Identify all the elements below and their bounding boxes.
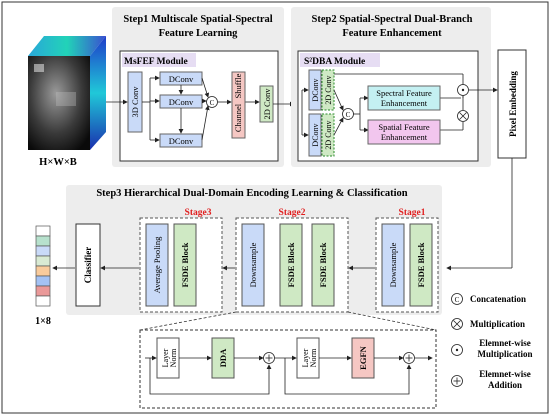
layer-norm-2-label-a: Layer	[301, 348, 310, 367]
legend: C Concatenation Multiplication Elemnet-w…	[451, 293, 533, 390]
dconv-bottom	[159, 133, 203, 148]
spectral-label-1: Spectral Feature	[376, 88, 432, 98]
legend-add-label-1: Elemnet-wise	[479, 369, 531, 379]
avg-pooling-label: Average Pooling	[152, 236, 162, 293]
classifier-label: Classifier	[83, 247, 93, 284]
dconv-lower-step2-label: DConv	[311, 123, 320, 146]
dconv-top-label: DConv	[169, 74, 194, 84]
fsde-stage3-label: FSDE Block	[180, 242, 190, 287]
spectral-label-2: Enhancement	[381, 98, 428, 108]
output-vector	[35, 225, 51, 307]
output-vector-cell	[35, 255, 51, 267]
concat-node-step2-symbol: C	[346, 111, 351, 119]
output-vector-label: 1×8	[35, 316, 51, 327]
legend-add-label-2: Addition	[488, 380, 522, 390]
stage1-label: Stage1	[399, 208, 426, 218]
fsde-stage1	[409, 223, 433, 307]
s2dba-module-title: S²DBA Module	[304, 57, 365, 67]
channel-shuffle-block	[231, 71, 246, 139]
avg-pooling-block	[145, 223, 169, 307]
step1-title-line1: Step1 Multiscale Spatial-Spectral	[123, 14, 272, 25]
step2-title-line1: Step2 Spatial-Spectral Dual-Branch	[311, 14, 472, 25]
spectral-enhancement-block	[367, 85, 441, 111]
conv2d-lower-step2-label: 2D Conv	[324, 120, 333, 149]
downsample-stage1-label: Downsample	[388, 242, 398, 287]
downsample-stage1	[381, 223, 405, 307]
concat-node-step1-symbol: C	[210, 99, 215, 107]
msfef-module-header	[122, 53, 196, 67]
output-vector-cell	[35, 265, 51, 277]
concat-node-step2	[342, 108, 354, 120]
output-vector-cell	[35, 295, 51, 307]
legend-concat-icon	[451, 293, 463, 305]
fsde-stage3	[173, 223, 197, 307]
fsde-stage2-a-label: FSDE Block	[286, 242, 296, 287]
dconv-lower-step2	[308, 113, 322, 157]
cube-dimension-label: H×W×B	[39, 157, 77, 168]
dconv-middle-label: DConv	[169, 97, 194, 107]
conv2d-label-step1: 2D Conv	[262, 88, 272, 120]
output-vector-cell	[35, 235, 51, 247]
layer-norm-1-label-b: Norm	[169, 348, 178, 367]
fsde-zoom-lines	[139, 311, 437, 331]
dconv-upper-step2	[308, 69, 322, 111]
spatial-label-1: Spatial Feature	[378, 122, 429, 132]
stage3-label: Stage3	[185, 208, 212, 218]
layer-norm-1-label-a: Layer	[161, 348, 170, 367]
step1-title-line2: Feature Learning	[159, 28, 239, 39]
legend-elem-mult-label-1: Elemnet-wise	[479, 338, 531, 348]
fsde-stage1-label: FSDE Block	[416, 242, 426, 287]
downsample-stage2-label: Downsample	[248, 242, 258, 287]
hsi-cube	[28, 36, 106, 150]
stage2-label: Stage2	[279, 208, 306, 218]
fsde-stage2-a	[279, 223, 303, 307]
dconv-upper-step2-label: DConv	[311, 78, 320, 101]
layer-norm-2-label-b: Norm	[309, 348, 318, 367]
step3-title: Step3 Hierarchical Dual-Domain Encoding …	[96, 188, 407, 199]
pixel-embedding-block	[497, 49, 527, 159]
step2-title-line2: Feature Enhancement	[342, 28, 442, 39]
output-vector-cell	[35, 275, 51, 287]
dda-label: DDA	[218, 348, 228, 367]
downsample-stage2	[241, 223, 265, 307]
output-vector-cell	[35, 225, 51, 237]
conv2d-upper-step2-label: 2D Conv	[324, 75, 333, 104]
egfn-label: EGFN	[358, 345, 368, 369]
fsde-stage2-b-label: FSDE Block	[318, 242, 328, 287]
concat-node-step1	[206, 96, 218, 108]
pixel-embedding-label: Pixel Embedding	[508, 71, 518, 137]
dconv-bottom-label: DConv	[169, 136, 194, 146]
spatial-enhancement-block	[367, 119, 441, 145]
conv3d-label: 3D Conv	[130, 86, 140, 118]
legend-concat-symbol: C	[455, 296, 460, 304]
legend-multiply-label: Multiplication	[470, 319, 525, 329]
s2dba-module-header	[300, 53, 380, 67]
spatial-label-2: Enhancement	[381, 132, 428, 142]
channel-shuffle-label-2: Shuffle	[233, 73, 243, 98]
legend-concat-label: Concatenation	[470, 294, 526, 304]
channel-shuffle-label-1: Channel	[233, 103, 243, 132]
fsde-stage2-b	[311, 223, 335, 307]
msfef-module-title: MsFEF Module	[124, 57, 188, 67]
output-vector-cell	[35, 285, 51, 297]
legend-elem-mult-label-2: Multiplication	[477, 349, 532, 359]
output-vector-cell	[35, 245, 51, 257]
classifier-block	[75, 223, 101, 307]
fsde-detail-box	[139, 329, 437, 409]
